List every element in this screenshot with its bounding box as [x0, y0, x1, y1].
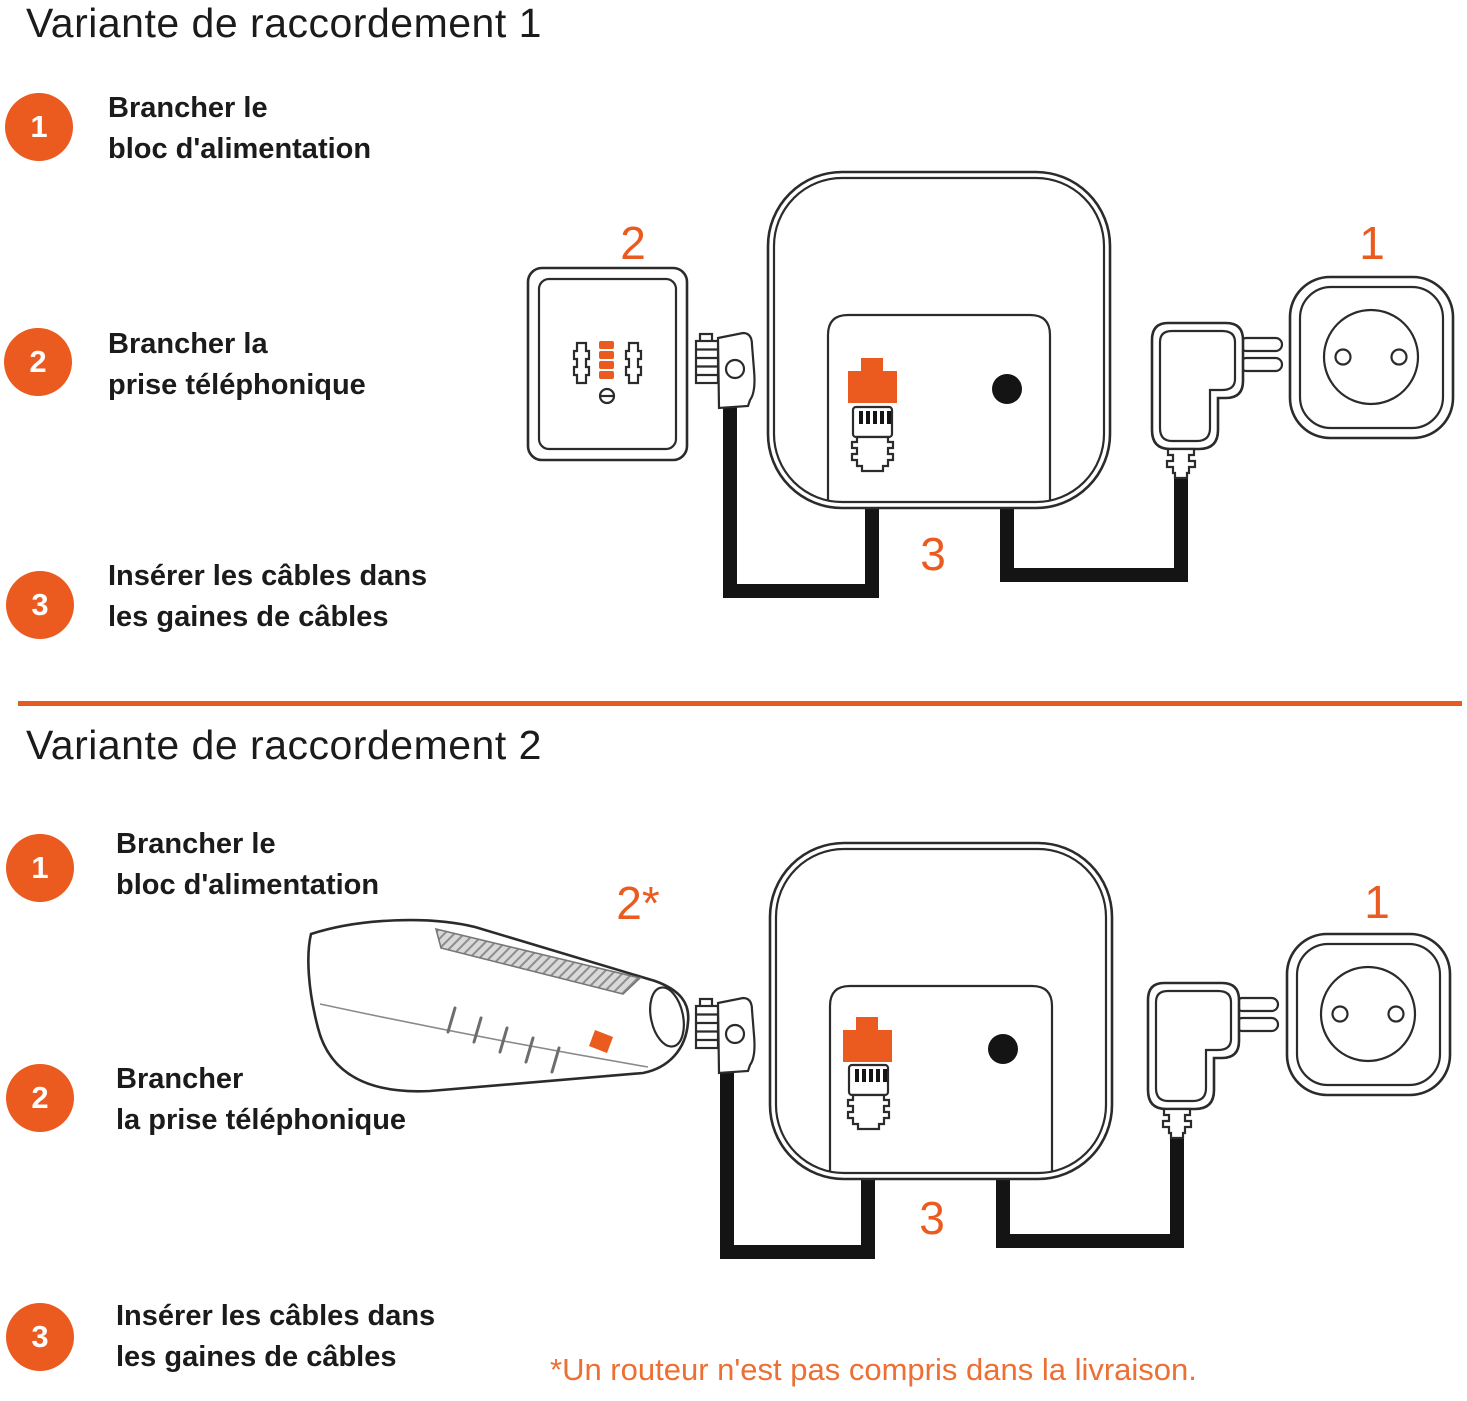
- step6-badge: 3: [6, 1303, 74, 1371]
- tae-plug-1: [694, 331, 756, 410]
- section2-title: Variante de raccordement 2: [26, 722, 542, 768]
- router-phone-port: [589, 1030, 613, 1053]
- step6-line1: Insérer les câbles dans: [116, 1300, 436, 1332]
- phone-wall-socket: [526, 266, 689, 462]
- label-router-2: 2*: [616, 877, 660, 929]
- phone-plug-1: [850, 405, 895, 473]
- diagram-variant-1: 2 1 3: [526, 170, 1455, 598]
- step5-line1: Brancher: [116, 1063, 244, 1095]
- phone-cable-2: [720, 1056, 875, 1259]
- step1-text: Brancher le bloc d'alimentation: [108, 88, 371, 170]
- step2-line1: Brancher la: [108, 328, 268, 360]
- step3-line2: les gaines de câbles: [108, 601, 389, 633]
- diagram-variant-2: 2* 1 3: [307, 841, 1452, 1259]
- step1-line2: bloc d'alimentation: [108, 133, 372, 165]
- step6-number: 3: [31, 1319, 49, 1354]
- step3-badge: 3: [6, 571, 74, 639]
- step5-number: 2: [31, 1080, 49, 1115]
- tae-plug-2: [694, 996, 756, 1075]
- wall-outlet-1: [1288, 275, 1455, 440]
- step1-badge: 1: [5, 93, 73, 161]
- section1-title: Variante de raccordement 1: [26, 0, 542, 46]
- step4-number: 1: [31, 850, 49, 885]
- section-divider: [18, 701, 1462, 706]
- label-socket-1: 2: [620, 217, 646, 269]
- step5-badge: 2: [6, 1064, 74, 1132]
- step4-line1: Brancher le: [116, 828, 276, 860]
- label-outlet-2: 1: [1364, 876, 1390, 928]
- power-adapter-1: [1150, 321, 1284, 480]
- step3-line1: Insérer les câbles dans: [108, 560, 428, 592]
- step1-line1: Brancher le: [108, 92, 268, 124]
- router-footnote: *Un routeur n'est pas compris dans la li…: [550, 1352, 1197, 1387]
- step4-text: Brancher le bloc d'alimentation: [116, 824, 379, 906]
- phone-cable-1: [723, 400, 879, 598]
- step2-line2: prise téléphonique: [108, 369, 366, 401]
- label-cable-1: 3: [920, 528, 946, 580]
- router-vent: [434, 927, 642, 995]
- step4-line2: bloc d'alimentation: [116, 869, 380, 901]
- base-station-1: [766, 170, 1112, 510]
- router-leds: [446, 1006, 561, 1074]
- step6-text: Insérer les câbles dans les gaines de câ…: [116, 1296, 435, 1378]
- router-cable-duct: [649, 986, 685, 1048]
- step5-line2: la prise téléphonique: [116, 1104, 407, 1136]
- wall-outlet-2: [1285, 932, 1452, 1097]
- step3-number: 3: [31, 587, 49, 622]
- step4-badge: 1: [6, 834, 74, 902]
- label-cable-2: 3: [919, 1192, 945, 1244]
- base-station-2: [768, 841, 1114, 1181]
- router: [307, 918, 690, 1093]
- step2-text: Brancher la prise téléphonique: [108, 324, 366, 406]
- label-outlet-1: 1: [1359, 217, 1385, 269]
- step2-badge: 2: [4, 328, 72, 396]
- power-connector-dot-2: [988, 1034, 1018, 1064]
- power-adapter-2: [1146, 981, 1280, 1140]
- power-connector-dot-1: [992, 374, 1022, 404]
- phone-plug-2: [846, 1063, 891, 1131]
- step1-number: 1: [30, 109, 48, 144]
- socket-center-contacts: [599, 341, 614, 379]
- step6-line2: les gaines de câbles: [116, 1341, 397, 1373]
- step2-number: 2: [29, 344, 47, 379]
- step3-text: Insérer les câbles dans les gaines de câ…: [108, 556, 427, 638]
- step5-text: Brancher la prise téléphonique: [116, 1059, 406, 1141]
